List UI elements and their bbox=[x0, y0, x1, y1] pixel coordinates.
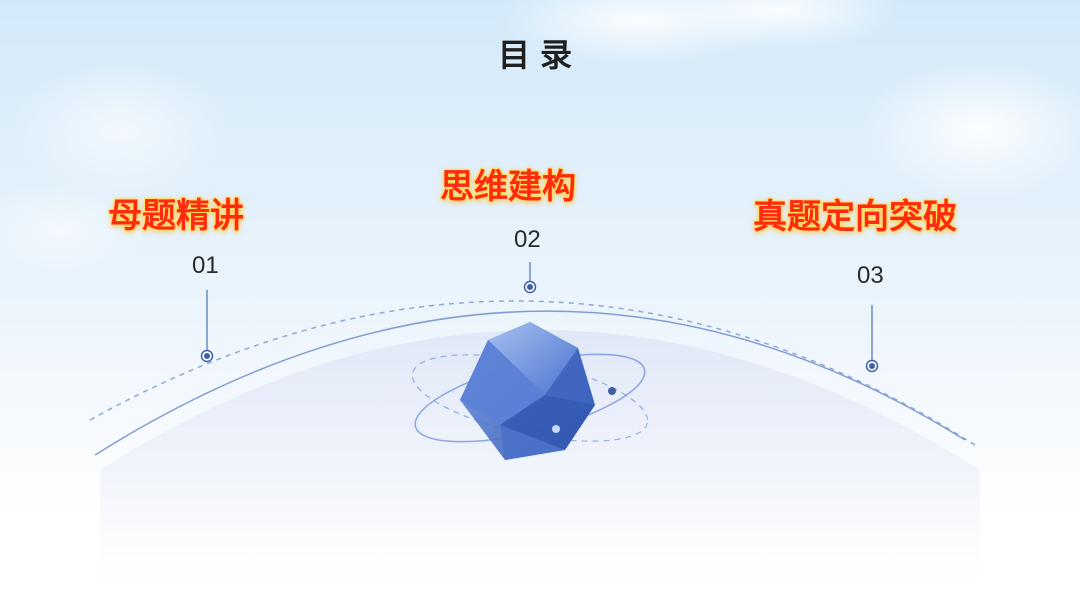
section-title-03[interactable]: 真题定向突破 bbox=[753, 197, 957, 237]
section-number-03: 03 bbox=[857, 262, 884, 289]
section-title-02[interactable]: 思维建构 bbox=[440, 167, 576, 207]
dome-edge-line bbox=[94, 310, 966, 456]
section-number-02: 02 bbox=[514, 226, 541, 253]
section-title-01[interactable]: 母题精讲 bbox=[108, 196, 244, 236]
blue-icosahedron-icon bbox=[411, 322, 649, 460]
dashed-orbit-arc bbox=[89, 300, 976, 446]
cloud-shape bbox=[0, 180, 150, 280]
page-title: 目录 bbox=[497, 36, 582, 74]
cloud-shape bbox=[10, 60, 230, 200]
dome-shape bbox=[100, 330, 980, 608]
cloud-shape bbox=[660, 0, 900, 50]
cloud-shape bbox=[860, 60, 1080, 200]
section-number-01: 01 bbox=[192, 252, 219, 279]
